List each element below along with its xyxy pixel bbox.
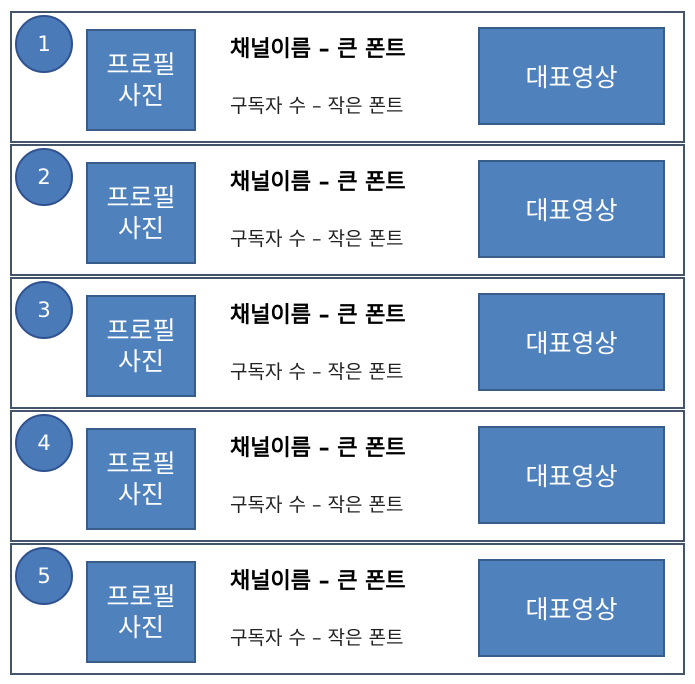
- profile-label-line1: 프로필: [106, 449, 176, 478]
- profile-label-line2: 사진: [117, 613, 164, 642]
- subscriber-count: 구독자 수 – 작은 폰트: [230, 95, 404, 117]
- channel-row: 1 프로필 사진 채널이름 – 큰 폰트 구독자 수 – 작은 폰트 대표영상: [10, 11, 685, 143]
- profile-label-line1: 프로필: [106, 582, 176, 611]
- profile-label-line1: 프로필: [106, 316, 176, 345]
- channel-row: 4 프로필 사진 채널이름 – 큰 폰트 구독자 수 – 작은 폰트 대표영상: [10, 410, 685, 542]
- channel-name: 채널이름 – 큰 폰트: [230, 303, 406, 328]
- channel-name: 채널이름 – 큰 폰트: [230, 436, 406, 461]
- channel-row: 2 프로필 사진 채널이름 – 큰 폰트 구독자 수 – 작은 폰트 대표영상: [10, 144, 685, 276]
- channel-name: 채널이름 – 큰 폰트: [230, 37, 406, 62]
- channel-row: 3 프로필 사진 채널이름 – 큰 폰트 구독자 수 – 작은 폰트 대표영상: [10, 277, 685, 409]
- profile-label-line1: 프로필: [106, 183, 176, 212]
- rank-badge: 4: [15, 414, 73, 472]
- profile-photo-placeholder: 프로필 사진: [86, 162, 196, 264]
- featured-video-placeholder: 대표영상: [478, 426, 665, 524]
- subscriber-count: 구독자 수 – 작은 폰트: [230, 627, 404, 649]
- profile-photo-placeholder: 프로필 사진: [86, 428, 196, 530]
- subscriber-count: 구독자 수 – 작은 폰트: [230, 361, 404, 383]
- profile-photo-placeholder: 프로필 사진: [86, 295, 196, 397]
- featured-video-placeholder: 대표영상: [478, 27, 665, 125]
- featured-video-placeholder: 대표영상: [478, 293, 665, 391]
- rank-badge: 3: [15, 281, 73, 339]
- rank-badge: 2: [15, 148, 73, 206]
- channel-name: 채널이름 – 큰 폰트: [230, 170, 406, 195]
- rank-badge: 5: [15, 547, 73, 605]
- profile-label-line2: 사진: [117, 214, 164, 243]
- channel-name: 채널이름 – 큰 폰트: [230, 569, 406, 594]
- rank-badge: 1: [15, 15, 73, 73]
- profile-label-line2: 사진: [117, 480, 164, 509]
- profile-label-line1: 프로필: [106, 50, 176, 79]
- profile-label-line2: 사진: [117, 347, 164, 376]
- subscriber-count: 구독자 수 – 작은 폰트: [230, 494, 404, 516]
- subscriber-count: 구독자 수 – 작은 폰트: [230, 228, 404, 250]
- channel-row: 5 프로필 사진 채널이름 – 큰 폰트 구독자 수 – 작은 폰트 대표영상: [10, 543, 685, 675]
- profile-label-line2: 사진: [117, 81, 164, 110]
- profile-photo-placeholder: 프로필 사진: [86, 561, 196, 663]
- featured-video-placeholder: 대표영상: [478, 559, 665, 657]
- profile-photo-placeholder: 프로필 사진: [86, 29, 196, 131]
- featured-video-placeholder: 대표영상: [478, 160, 665, 258]
